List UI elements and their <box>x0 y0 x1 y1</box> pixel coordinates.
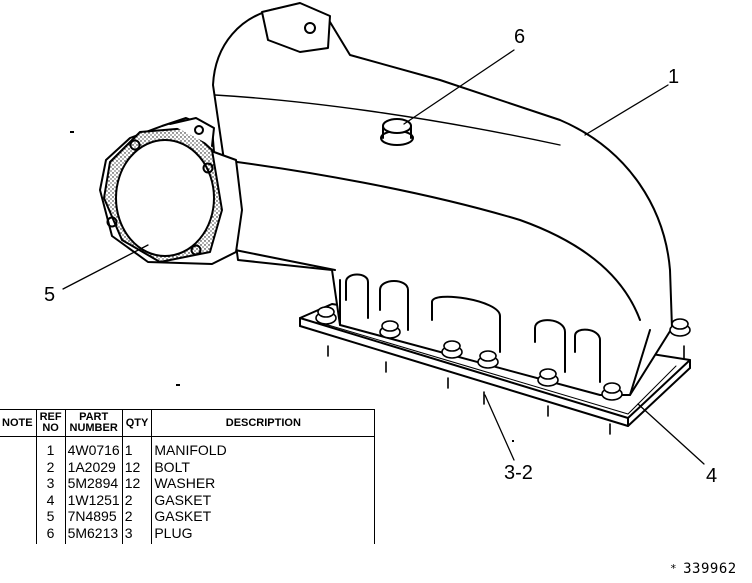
table-row: 5 7N4895 2 GASKET <box>0 508 376 525</box>
header-note: NOTE <box>0 409 37 437</box>
inlet-flange <box>99 117 243 265</box>
row-part-number: 5M6213 <box>64 524 123 544</box>
row-description: MANIFOLD <box>151 436 376 459</box>
header-part-line2: NUMBER <box>69 422 118 434</box>
callout-3-2: 3-2 <box>504 462 533 484</box>
row-ref: 2 <box>35 458 66 475</box>
header-ref-line2: NO <box>42 422 59 434</box>
callout-1: 1 <box>668 66 680 88</box>
table-row: 2 1A2029 12 BOLT <box>0 458 376 475</box>
row-description: WASHER <box>151 475 376 492</box>
callout-4: 4 <box>706 465 718 487</box>
row-description: GASKET <box>151 491 376 508</box>
header-part-line1: PART <box>79 411 109 423</box>
row-qty: 12 <box>121 475 153 492</box>
row-ref: 3 <box>35 475 66 492</box>
callout-6: 6 <box>514 26 526 48</box>
row-ref: 1 <box>35 436 66 459</box>
figure-id: * 339962 <box>670 561 737 577</box>
table-row: 6 5M6213 3 PLUG <box>0 524 376 544</box>
header-ref-no: REF NO <box>35 409 66 437</box>
row-part-number: 1W1251 <box>64 491 123 508</box>
row-note <box>0 436 37 459</box>
table-row: 3 5M2894 12 WASHER <box>0 475 376 492</box>
row-ref: 6 <box>35 524 66 544</box>
row-qty: 3 <box>121 524 153 544</box>
row-description: PLUG <box>151 524 376 544</box>
row-part-number: 4W0716 <box>64 436 123 459</box>
row-note <box>0 524 37 544</box>
manifold-body <box>212 2 673 396</box>
header-part-number: PART NUMBER <box>64 409 123 437</box>
parts-table-header: NOTE REF NO PART NUMBER QTY DESCRIPTION <box>0 409 376 437</box>
stray-marks <box>70 131 514 442</box>
row-part-number: 7N4895 <box>64 508 123 525</box>
parts-table: NOTE REF NO PART NUMBER QTY DESCRIPTION … <box>0 409 376 544</box>
callout-5: 5 <box>44 284 56 306</box>
row-part-number: 5M2894 <box>64 475 123 492</box>
header-description: DESCRIPTION <box>151 409 376 437</box>
leader-lines <box>62 49 705 465</box>
row-description: BOLT <box>151 458 376 475</box>
row-note <box>0 508 37 525</box>
plug <box>380 118 414 146</box>
row-qty: 1 <box>121 436 153 459</box>
figure-id-mark: * <box>670 562 678 575</box>
row-qty: 2 <box>121 508 153 525</box>
header-qty: QTY <box>121 409 153 437</box>
row-ref: 5 <box>35 508 66 525</box>
row-qty: 2 <box>121 491 153 508</box>
table-row: 1 4W0716 1 MANIFOLD <box>0 436 376 459</box>
figure-id-number: 339962 <box>683 561 737 577</box>
header-ref-line1: REF <box>39 411 62 423</box>
row-qty: 12 <box>121 458 153 475</box>
bolts <box>315 306 691 435</box>
row-ref: 4 <box>35 491 66 508</box>
row-part-number: 1A2029 <box>64 458 123 475</box>
table-row: 4 1W1251 2 GASKET <box>0 491 376 508</box>
row-description: GASKET <box>151 508 376 525</box>
row-note <box>0 458 37 475</box>
row-note <box>0 491 37 508</box>
row-note <box>0 475 37 492</box>
